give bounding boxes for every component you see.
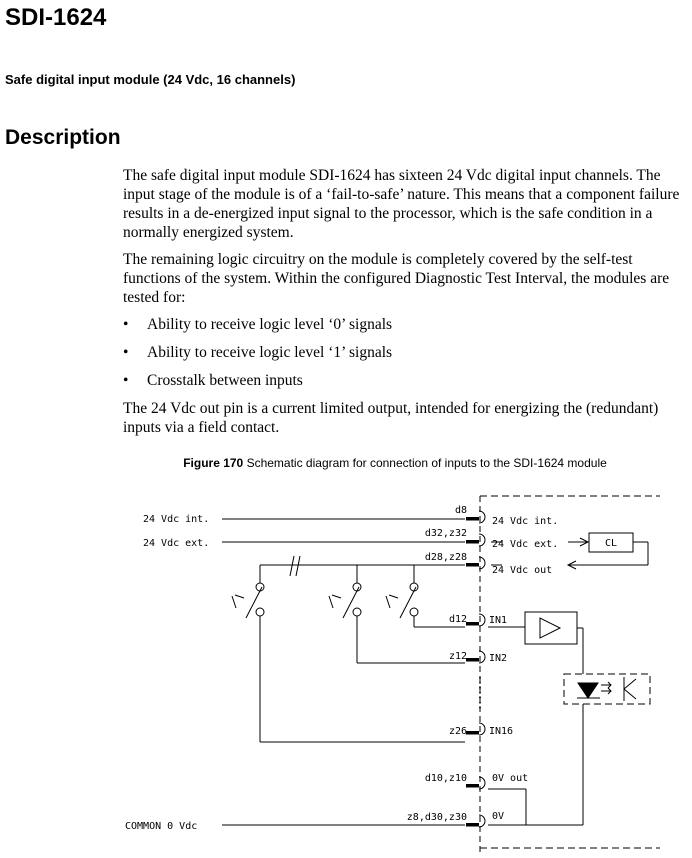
pin-d28z28: d28,z28 xyxy=(425,552,467,563)
label-24vdc-ext-supply: 24 Vdc ext. xyxy=(143,538,209,549)
label-24vdc-int-supply: 24 Vdc int. xyxy=(143,514,209,525)
module-label-0v-out: 0V out xyxy=(492,773,528,784)
paragraph-self-test: The remaining logic circuitry on the mod… xyxy=(123,251,670,306)
figure-caption-text: Schematic diagram for connection of inpu… xyxy=(246,456,607,470)
supply-wiring xyxy=(222,518,465,826)
opto-coupler-box xyxy=(563,673,651,705)
list-item: Crosstalk between inputs xyxy=(123,371,683,390)
connector-symbols xyxy=(478,510,486,828)
module-label-ext: 24 Vdc ext. xyxy=(492,539,558,550)
terminal-blocks xyxy=(466,517,479,827)
module-label-out: 24 Vdc out xyxy=(492,565,552,576)
pin-d12: d12 xyxy=(449,614,467,625)
module-label-0v: 0V xyxy=(492,811,504,822)
figure-caption: Figure 170 Schematic diagram for connect… xyxy=(0,456,692,470)
module-boundary xyxy=(479,495,660,854)
field-contacts xyxy=(231,555,465,743)
paragraph-vdc-out: The 24 Vdc out pin is a current limited … xyxy=(123,400,659,436)
list-item: Ability to receive logic level ‘0’ signa… xyxy=(123,315,683,334)
pin-d8: d8 xyxy=(455,505,467,516)
section-heading: Description xyxy=(5,126,121,149)
test-list: Ability to receive logic level ‘0’ signa… xyxy=(123,315,683,390)
description-body: The safe digital input module SDI-1624 h… xyxy=(123,166,683,445)
paragraph-intro: The safe digital input module SDI-1624 h… xyxy=(123,167,680,241)
pin-d10z10: d10,z10 xyxy=(425,773,467,784)
list-item: Ability to receive logic level ‘1’ signa… xyxy=(123,343,683,362)
pin-z26: z26 xyxy=(449,726,467,737)
page-title: SDI-1624 xyxy=(5,4,107,31)
pin-z12: z12 xyxy=(449,651,467,662)
module-label-in1: IN1 xyxy=(489,615,507,626)
label-cl: CL xyxy=(605,538,617,549)
module-subtitle: Safe digital input module (24 Vdc, 16 ch… xyxy=(5,72,296,87)
input-buffer-box xyxy=(524,611,578,645)
module-label-int: 24 Vdc int. xyxy=(492,516,558,527)
label-common-0vdc: COMMON 0 Vdc xyxy=(125,821,197,832)
pin-d32z32: d32,z32 xyxy=(425,528,467,539)
diagram-labels: 24 Vdc int. 24 Vdc ext. COMMON 0 Vdc d8 … xyxy=(125,505,617,832)
module-label-in2: IN2 xyxy=(489,653,507,664)
internal-circuit xyxy=(488,532,651,826)
module-label-in16: IN16 xyxy=(489,726,513,737)
pin-z8d30z30: z8,d30,z30 xyxy=(407,812,467,823)
schematic-diagram: 24 Vdc int. 24 Vdc ext. COMMON 0 Vdc d8 … xyxy=(125,495,660,854)
figure-number: Figure 170 xyxy=(183,456,244,470)
